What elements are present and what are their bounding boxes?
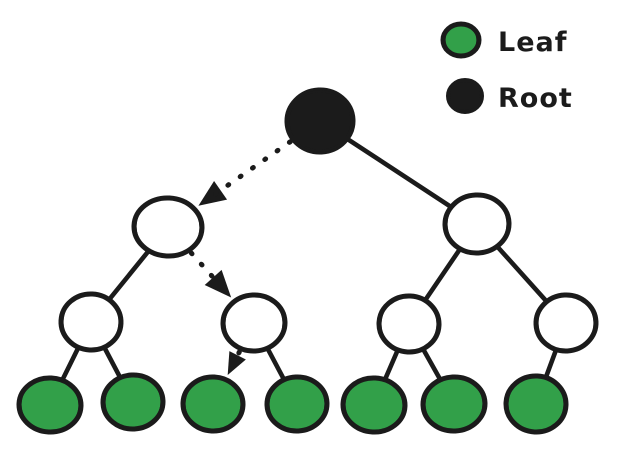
tree-edge [264, 344, 288, 384]
tree-node-int-right [442, 192, 512, 256]
internal-node-sketch-stroke [61, 291, 121, 353]
tree-node-int-rl [376, 293, 442, 355]
leaf-node-sketch-stroke [267, 374, 327, 434]
tree-node-leaf-7 [503, 373, 569, 435]
leaf-node-shape [100, 372, 166, 432]
internal-node-shape [220, 292, 288, 354]
legend: Leaf Root [440, 21, 573, 114]
internal-node-shape [376, 293, 442, 355]
leaf-node-sketch-stroke [506, 373, 566, 435]
legend-root-label: Root [498, 83, 573, 114]
tree-node-int-lr [220, 292, 288, 354]
tree-edge [381, 345, 401, 384]
tree-node-leaf-2 [100, 372, 166, 432]
legend-leaf-label: Leaf [498, 27, 567, 58]
tree-edge [421, 244, 464, 305]
tree-edge [493, 242, 551, 306]
internal-node-sketch-stroke [379, 293, 439, 355]
tree-edge [343, 135, 456, 211]
internal-node-shape [131, 195, 205, 259]
internal-node-sketch-stroke [445, 192, 509, 256]
search-path-arrowhead-icon [198, 181, 228, 206]
tree-edge [59, 343, 82, 385]
internal-node-sketch-stroke [536, 292, 596, 354]
tree-node-int-ll [58, 291, 124, 353]
tree-node-int-rr [533, 292, 599, 354]
leaf-node-shape [420, 374, 488, 434]
search-path-edge [211, 139, 293, 198]
root-node-sketch-stroke [287, 87, 353, 155]
leaf-node-shape [180, 374, 246, 434]
tree-edge [105, 247, 153, 304]
search-path-arrowhead-icon [204, 269, 232, 298]
tree [16, 87, 599, 435]
leaf-node-sketch-stroke [19, 375, 81, 435]
search-path-arrowhead-icon [227, 351, 246, 375]
leaf-node-shape [264, 374, 330, 434]
root-node-shape [284, 87, 356, 155]
tree-node-leaf-3 [180, 374, 246, 434]
leaf-node-shape [16, 375, 84, 435]
search-path-edge [232, 349, 242, 364]
leaf-node-shape [503, 373, 569, 435]
tree-edge [100, 343, 124, 382]
tree-node-leaf-6 [420, 374, 488, 434]
leaf-node-sketch-stroke [423, 374, 485, 434]
legend-root-swatch-icon [446, 78, 484, 114]
leaf-node-sketch-stroke [343, 375, 405, 435]
tree-node-leaf-5 [340, 375, 408, 435]
tree-node-root [284, 87, 356, 155]
tree-node-int-left [131, 195, 205, 259]
leaf-node-shape [340, 375, 408, 435]
leaf-node-sketch-stroke [183, 374, 243, 434]
tree-node-leaf-1 [16, 375, 84, 435]
legend-leaf-swatch-sketch-stroke [443, 21, 479, 59]
internal-node-sketch-stroke [134, 195, 202, 259]
tree-node-leaf-4 [264, 374, 330, 434]
internal-node-shape [442, 192, 512, 256]
leaf-node-sketch-stroke [103, 372, 163, 432]
tree-edge [419, 344, 444, 384]
internal-node-shape [58, 291, 124, 353]
internal-node-shape [533, 292, 599, 354]
tree-edge [542, 345, 560, 382]
internal-node-sketch-stroke [223, 292, 285, 354]
